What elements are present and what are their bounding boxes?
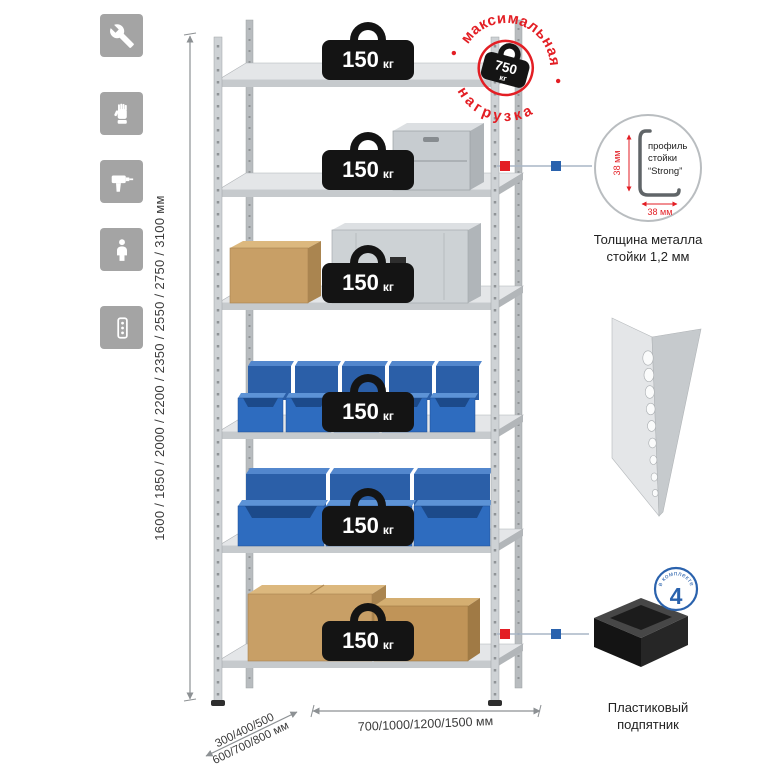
corner-post-image bbox=[611, 317, 702, 517]
weight-handle-icon bbox=[350, 488, 386, 514]
height-dimension-label: 1600 / 1850 / 2000 / 2200 / 2350 / 2550 … bbox=[152, 195, 167, 541]
stamp-value: 750 bbox=[493, 57, 519, 77]
profile-caption-line2: стойки 1,2 мм bbox=[606, 248, 690, 264]
connector-marker-red bbox=[500, 629, 510, 639]
connector-marker-red bbox=[500, 161, 510, 171]
gloves-icon bbox=[113, 103, 127, 124]
profile-caption-line1: Толщина металла bbox=[593, 232, 703, 247]
rack-foot bbox=[211, 700, 225, 706]
post-profile-icon bbox=[116, 316, 128, 339]
profile-dim-vertical: 38 мм bbox=[612, 151, 622, 176]
profile-caption: Толщина металла стойки 1,2 мм bbox=[578, 232, 718, 266]
shelf-load-value: 150 bbox=[342, 157, 379, 182]
shelf-load-value: 150 bbox=[342, 270, 379, 295]
cardboard-box-small bbox=[229, 241, 321, 304]
weight-handle-icon bbox=[350, 132, 386, 158]
profile-callout: 38 мм 38 мм bbox=[594, 114, 702, 222]
dimension-lines bbox=[183, 32, 542, 757]
rack-back-post bbox=[514, 19, 523, 689]
shelf-load-unit: кг bbox=[382, 280, 394, 294]
wrench-icon bbox=[109, 23, 134, 48]
shelf-load-value: 150 bbox=[342, 399, 379, 424]
weight-handle-icon bbox=[350, 245, 386, 271]
weight-handle-icon bbox=[350, 374, 386, 400]
profile-label-line2: стойки bbox=[648, 153, 678, 165]
callout-connectors bbox=[497, 161, 592, 639]
stamp-unit: кг bbox=[498, 73, 508, 84]
rack-foot bbox=[488, 700, 502, 706]
connector-marker-blue bbox=[551, 629, 561, 639]
feature-tile-gloves bbox=[100, 92, 143, 135]
foot-caption-line2: подпятник bbox=[617, 716, 679, 732]
kit-count-badge: в комплекте 4 bbox=[653, 566, 699, 612]
stamp-ring bbox=[477, 39, 534, 97]
weight-handle-icon bbox=[350, 22, 386, 48]
profile-label-line1: профиль bbox=[648, 141, 688, 152]
drill-icon bbox=[111, 175, 133, 192]
stamp-weight-body bbox=[480, 51, 530, 88]
shelf-load-unit: кг bbox=[382, 523, 394, 537]
post-profile-drawing bbox=[638, 129, 681, 197]
shelf-load-unit: кг bbox=[382, 409, 394, 423]
connector-marker-blue bbox=[551, 161, 561, 171]
feature-tile-person bbox=[100, 228, 143, 271]
weight-handle-icon bbox=[350, 603, 386, 629]
foot-caption-line1: Пластиковый bbox=[607, 700, 689, 715]
feature-tile-drill bbox=[100, 160, 143, 203]
profile-label: профиль стойки “Strong” bbox=[648, 141, 700, 178]
shelf-load-value: 150 bbox=[342, 47, 379, 72]
shelf-load-unit: кг bbox=[382, 638, 394, 652]
profile-label-line3: “Strong” bbox=[648, 165, 683, 177]
shelf-load-unit: кг bbox=[382, 167, 394, 181]
foot-caption: Пластиковый подпятник bbox=[578, 700, 718, 734]
feature-tile-assembly bbox=[100, 14, 143, 57]
kit-badge-number: 4 bbox=[670, 583, 683, 609]
feature-tile-post bbox=[100, 306, 143, 349]
shelf-load-unit: кг bbox=[382, 57, 394, 71]
rack-back-post bbox=[245, 19, 254, 689]
shelf-load-value: 150 bbox=[342, 628, 379, 653]
shelf-load-value: 150 bbox=[342, 513, 379, 538]
profile-dim-horizontal: 38 мм bbox=[648, 207, 673, 217]
plastic-foot-image bbox=[594, 598, 688, 667]
person-icon bbox=[116, 238, 127, 261]
